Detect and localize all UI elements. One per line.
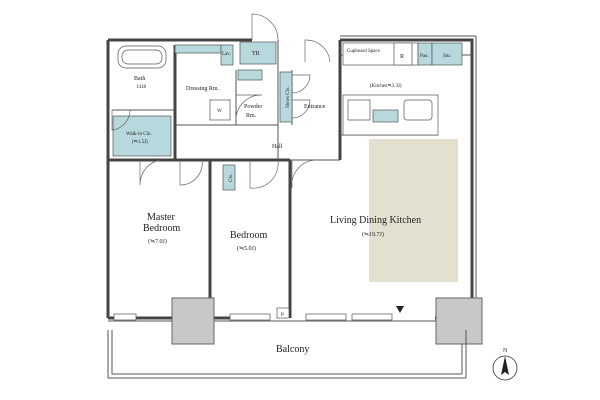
label-refrigerator: R — [400, 54, 404, 60]
shoes-closet-box — [279, 71, 293, 123]
closet-box — [222, 164, 236, 191]
label-bath-code: 1418 — [136, 85, 147, 90]
column-right — [435, 297, 483, 345]
label-lav: Lav. — [222, 52, 231, 57]
label-hall: Hall — [272, 144, 283, 150]
label-bedroom-area: (≒5.0J) — [237, 245, 256, 252]
label-washer: W — [217, 109, 222, 114]
label-ldk: Living Dining Kitchen — [330, 215, 421, 226]
washer-box — [209, 99, 231, 121]
kitchen-sink — [403, 99, 433, 121]
label-walkin-closet: Walk-in Clo. — [126, 132, 152, 137]
label-toilet-room: TR — [252, 51, 260, 57]
door-swings — [111, 13, 331, 189]
bathtub-inner — [121, 49, 163, 65]
label-ldk-area: (≒19.7J) — [362, 231, 384, 238]
entry-arrow-marker — [396, 306, 404, 313]
label-master-bedroom-1: Master — [147, 212, 175, 223]
label-bedroom: Bedroom — [230, 230, 267, 241]
north-compass — [492, 355, 518, 381]
label-powder-room-2: Rm. — [246, 113, 257, 119]
refrigerator-box — [393, 42, 413, 66]
label-shoes-closet: Shoes Clo. — [286, 86, 291, 108]
label-cupboard-space: Cupboard Space — [347, 49, 381, 54]
walkin-closet-floor — [112, 115, 172, 157]
powder-sink — [237, 69, 263, 81]
label-kitchen: (Kitchen≒3.3J) — [370, 84, 402, 89]
label-pipe: P — [281, 313, 284, 318]
label-entrance: Entrance — [304, 104, 326, 110]
storage-box — [431, 42, 463, 66]
dishwasher-area — [372, 109, 399, 123]
label-master-bedroom-2: Bedroom — [143, 223, 180, 234]
label-balcony: Balcony — [276, 344, 309, 355]
lav-box — [220, 44, 234, 66]
label-walkin-area: (≒1.5J) — [132, 140, 148, 145]
label-pantry: Pan. — [420, 54, 429, 59]
balcony-outline — [107, 330, 467, 379]
ldk-floor-area — [369, 139, 458, 282]
vanity-counter — [174, 44, 222, 54]
column-left — [171, 297, 215, 345]
label-storage: Stu. — [443, 54, 451, 59]
stove-area — [347, 99, 371, 121]
label-master-area: (≒7.0J) — [148, 238, 167, 245]
label-closet: Clo. — [229, 174, 234, 182]
window-sashes — [113, 313, 393, 321]
label-north: N — [503, 348, 508, 354]
label-powder-room-1: Powder — [244, 104, 262, 110]
pipe-shaft-box — [276, 307, 290, 319]
label-dressing-room: Dressing Rm. — [186, 86, 220, 92]
label-bath: Bath — [134, 76, 145, 82]
toilet-room-box — [239, 41, 277, 65]
